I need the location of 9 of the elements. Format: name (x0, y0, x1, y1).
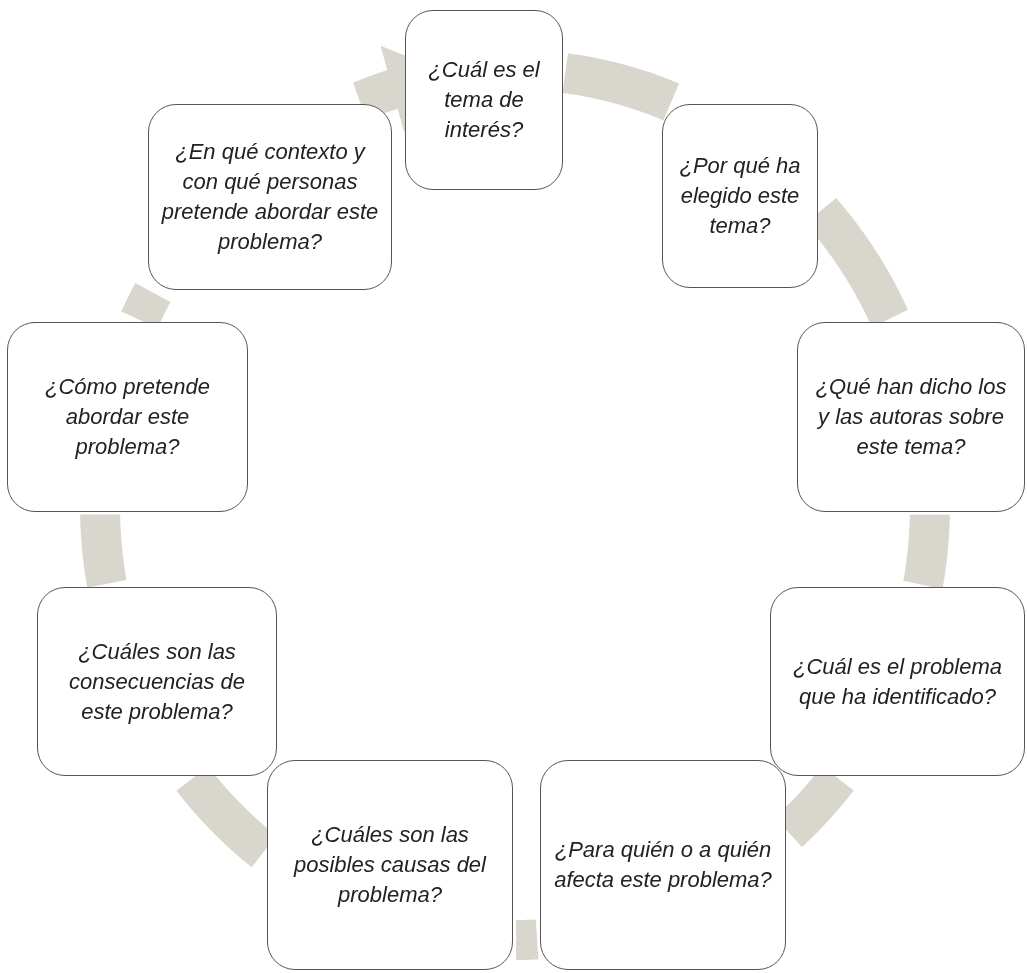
question-box: ¿En qué contexto y con qué personas pretende abordar este problema? (148, 104, 392, 290)
question-box: ¿Por qué ha elegido este tema? (662, 104, 818, 288)
question-box: ¿Cómo pretende abordar este problema? (7, 322, 248, 512)
question-box: ¿Cuáles son las consecuencias de este problema? (37, 587, 277, 776)
question-box: ¿Para quién o a quién afecta este problema? (540, 760, 786, 970)
question-box: ¿Qué han dicho los y las autoras sobre este tema? (797, 322, 1025, 512)
question-box: ¿Cuáles son las posibles causas del problema? (267, 760, 513, 970)
question-box: ¿Cuál es el tema de interés? (405, 10, 563, 190)
question-box: ¿Cuál es el problema que ha identificado? (770, 587, 1025, 776)
